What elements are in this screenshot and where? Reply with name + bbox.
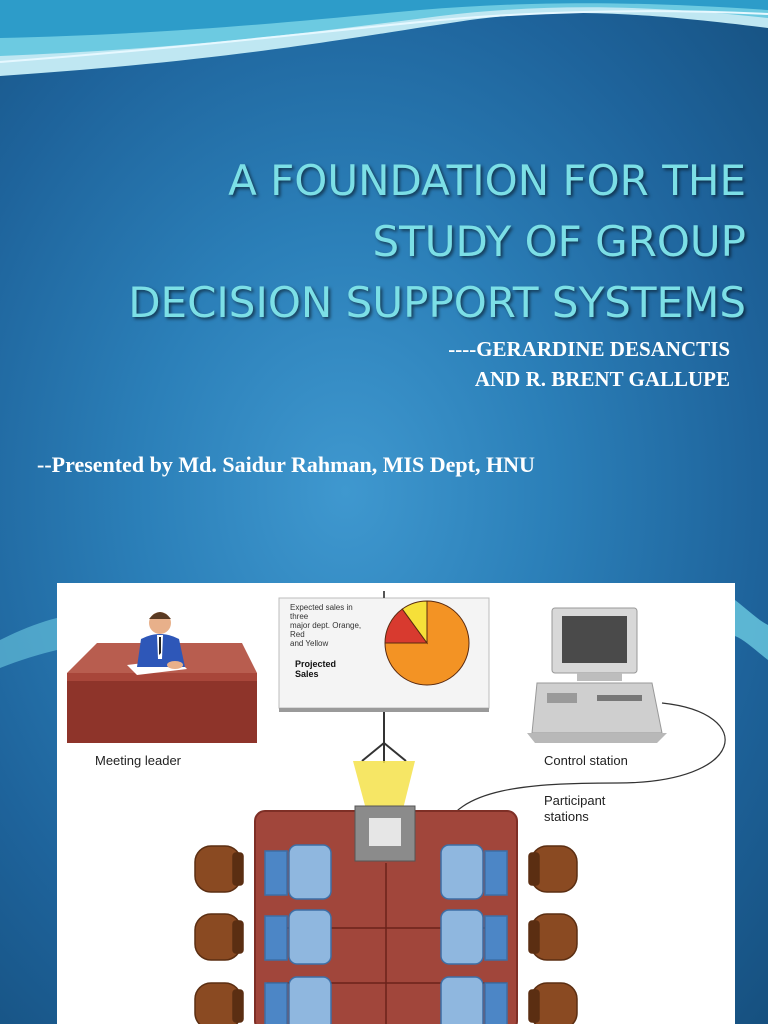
projected-sales-pie: [384, 600, 470, 686]
control-station-computer: [527, 607, 667, 743]
slide-title: A FOUNDATION FOR THE STUDY OF GROUP DECI…: [46, 150, 746, 333]
chairs-left: [194, 845, 244, 1024]
participant-stations-line: Participant: [544, 793, 606, 808]
authors: ----GERARDINE DESANCTIS AND R. BRENT GAL…: [448, 334, 730, 394]
chart-title-line: Sales: [295, 669, 319, 679]
participant-stations-label: Participant stations: [544, 793, 605, 825]
wave-decoration: [0, 0, 768, 76]
participant-stations-left: [264, 844, 332, 1024]
screen-note-line: and Yellow: [290, 639, 329, 648]
participant-stations-right: [440, 844, 508, 1024]
author-line: ----GERARDINE DESANCTIS: [448, 337, 730, 361]
title-line: STUDY OF GROUP: [372, 217, 746, 266]
chart-title-line: Projected: [295, 659, 337, 669]
chairs-right: [528, 845, 578, 1024]
room-illustration: [67, 591, 726, 1024]
screen-note-line: major dept. Orange, Red: [290, 621, 362, 639]
pie-slice-yellow: [401, 600, 428, 645]
control-station-cable: [441, 702, 726, 834]
screen-note: Expected sales in three major dept. Oran…: [290, 603, 365, 648]
projector-light: [353, 761, 415, 813]
gdss-room-figure: Expected sales in three major dept. Oran…: [57, 583, 735, 1024]
control-station-label: Control station: [544, 753, 628, 768]
chart-title: Projected Sales: [295, 659, 345, 679]
meeting-leader-person: [137, 612, 185, 669]
participant-stations-line: stations: [544, 809, 589, 824]
pie-slice-orange: [384, 600, 470, 686]
screen-note-line: Expected sales in three: [290, 603, 353, 621]
presenter-credit: --Presented by Md. Saidur Rahman, MIS De…: [37, 452, 535, 477]
title-line: DECISION SUPPORT SYSTEMS: [128, 278, 746, 327]
author-line: AND R. BRENT GALLUPE: [474, 367, 730, 391]
title-line: A FOUNDATION FOR THE: [228, 156, 746, 205]
meeting-leader-label: Meeting leader: [95, 753, 181, 768]
